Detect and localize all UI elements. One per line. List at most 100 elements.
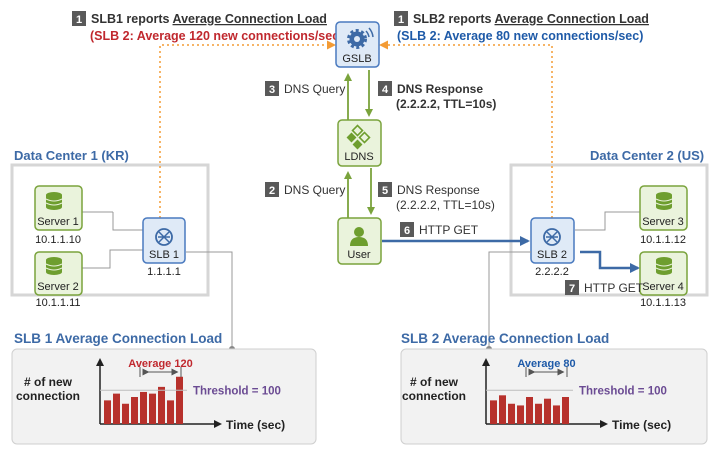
- chart1-bar-9: [176, 376, 183, 424]
- slb1-node[interactable]: SLB 1: [142, 217, 186, 264]
- step4-label: 4 DNS Response (2.2.2.2, TTL=10s): [378, 81, 496, 111]
- chart1-threshold-label: Threshold = 100: [193, 385, 281, 397]
- chart2-bar-4: [517, 405, 524, 424]
- chart1-bar-7: [158, 386, 165, 424]
- chart2-bar-7: [544, 398, 551, 424]
- step4-text: DNS Response: [397, 82, 483, 96]
- step5-sub: (2.2.2.2, TTL=10s): [396, 198, 495, 212]
- slb2-ip: 2.2.2.2: [535, 266, 569, 278]
- chart2-bar-9: [562, 397, 569, 424]
- step3-text: DNS Query: [284, 82, 345, 96]
- step7-label: 7 HTTP GET: [565, 280, 644, 295]
- chart1-bar-5: [140, 391, 147, 424]
- step1-right-text: SLB2 reports Average Connection Load: [413, 12, 649, 26]
- user-icon: [350, 227, 368, 246]
- server4-label: Server 4: [642, 281, 684, 293]
- step1-left-badge: [72, 11, 86, 26]
- chart1-bar-8: [167, 400, 174, 424]
- chart1-bar-6: [149, 393, 156, 424]
- step1-right-num: 1: [398, 14, 404, 26]
- slb1-label: SLB 1: [149, 249, 179, 261]
- step1-left-num: 1: [76, 14, 82, 26]
- step1-right-sub: (SLB 2: Average 80 new connections/sec): [397, 29, 643, 43]
- step1-right-badge: [394, 11, 408, 26]
- chart2-bar-1: [490, 400, 497, 424]
- server4-ip: 10.1.1.13: [640, 297, 686, 309]
- database-icon: [655, 192, 673, 210]
- svg-text:6: 6: [404, 225, 410, 237]
- step5-label: 5 DNS Response (2.2.2.2, TTL=10s): [378, 182, 495, 212]
- step1-left-sub: (SLB 2: Average 120 new connections/sec): [90, 29, 343, 43]
- chart1-bar-1: [104, 400, 111, 424]
- chart1-bar-3: [122, 403, 129, 424]
- chart2-bar-2: [499, 395, 506, 424]
- chart2-avg-label: Average 80: [517, 358, 575, 370]
- chart2-threshold-label: Threshold = 100: [579, 385, 667, 397]
- server3-node[interactable]: Server 3: [639, 185, 688, 231]
- server3-ip: 10.1.1.12: [640, 234, 686, 246]
- report-line-slb2: [379, 40, 553, 218]
- user-node[interactable]: User: [337, 217, 382, 265]
- link-server1-slb1b: [112, 212, 143, 231]
- load-balancer-icon: [543, 228, 561, 246]
- server1-node[interactable]: Server 1: [34, 185, 83, 231]
- database-icon: [45, 257, 63, 275]
- slb2-node[interactable]: SLB 2: [530, 217, 575, 264]
- step6-text: HTTP GET: [419, 223, 479, 237]
- chart2-title: SLB 2 Average Connection Load: [401, 331, 609, 346]
- svg-text:2: 2: [269, 185, 275, 197]
- dc2-box: [509, 163, 709, 297]
- step7-text: HTTP GET: [584, 281, 644, 295]
- ldns-node[interactable]: LDNS: [337, 119, 382, 167]
- chart1-avg-label: Average 120: [128, 358, 192, 370]
- chart2-panel: [400, 348, 708, 445]
- server1-label: Server 1: [37, 216, 79, 228]
- gslb-label: GSLB: [342, 53, 371, 65]
- step5-text: DNS Response: [397, 183, 480, 197]
- gear-icon: [347, 27, 374, 49]
- step1-left-text: SLB1 reports Average Connection Load: [91, 12, 327, 26]
- svg-text:3: 3: [269, 84, 275, 96]
- step4-sub: (2.2.2.2, TTL=10s): [396, 97, 496, 111]
- slb2-label: SLB 2: [537, 249, 567, 261]
- step3-label: 3 DNS Query: [265, 81, 345, 96]
- link-slb2-chart: [488, 251, 531, 349]
- step6-label: 6 HTTP GET: [400, 222, 479, 237]
- svg-text:5: 5: [382, 185, 388, 197]
- database-icon: [655, 257, 673, 275]
- chart1-title: SLB 1 Average Connection Load: [14, 331, 222, 346]
- chart2-bar-3: [508, 403, 515, 424]
- chart1-bar-2: [113, 393, 120, 424]
- slb1-ip: 1.1.1.1: [147, 266, 181, 278]
- chart2-xlabel: Time (sec): [612, 418, 671, 432]
- server4-node[interactable]: Server 4: [639, 251, 688, 296]
- link-server2-slb1: [59, 249, 143, 269]
- chart1-bar-4: [131, 397, 138, 424]
- step2-text: DNS Query: [284, 183, 345, 197]
- user-label: User: [347, 249, 371, 261]
- load-balancer-icon: [155, 228, 173, 246]
- arrow-http-get-7: [580, 250, 640, 273]
- gslb-node[interactable]: GSLB: [335, 21, 380, 68]
- step1-right: 1 SLB2 reports Average Connection Load (…: [394, 11, 649, 43]
- svg-text:7: 7: [569, 283, 575, 295]
- dc1-box: [10, 163, 210, 297]
- link-slb2-server3: [575, 211, 640, 231]
- server2-label: Server 2: [37, 281, 79, 293]
- step2-label: 2 DNS Query: [265, 182, 345, 197]
- server2-node[interactable]: Server 2: [34, 251, 83, 296]
- server2-ip: 10.1.1.11: [35, 297, 80, 309]
- chart1-xlabel: Time (sec): [226, 418, 285, 432]
- step1-left: 1 SLB1 reports Average Connection Load (…: [72, 11, 343, 43]
- chart2-bar-6: [535, 403, 542, 424]
- ldns-label: LDNS: [344, 151, 373, 163]
- dc2-title: Data Center 2 (US): [590, 148, 704, 163]
- chart2-bar-8: [553, 405, 560, 424]
- server1-ip: 10.1.1.10: [35, 234, 81, 246]
- database-icon: [45, 192, 63, 210]
